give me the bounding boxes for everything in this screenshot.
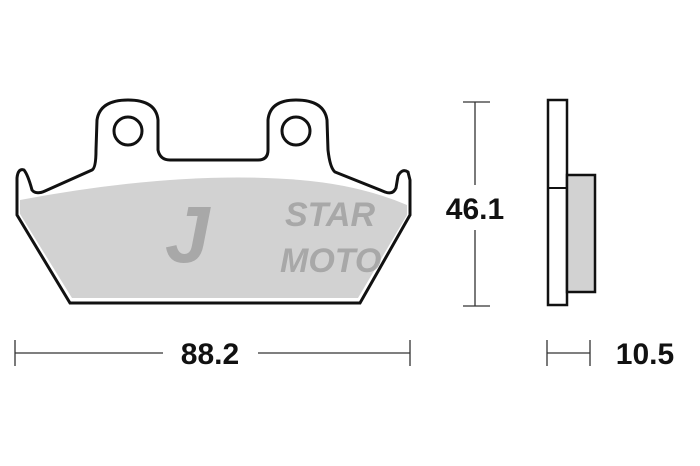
watermark-logo: J STAR MOTO	[165, 190, 381, 280]
watermark-mark: J	[165, 190, 211, 279]
thickness-label: 10.5	[616, 338, 674, 371]
side-view-friction-material	[565, 173, 597, 294]
side-view-backing-plate	[546, 98, 569, 307]
mounting-hole-right	[280, 115, 312, 147]
thickness-dimension	[546, 340, 591, 366]
height-dimension	[463, 101, 490, 307]
width-dimension	[14, 340, 411, 366]
height-label: 46.1	[446, 193, 504, 226]
watermark-line1: STAR	[285, 196, 375, 234]
width-label: 88.2	[181, 338, 239, 371]
mounting-hole-left	[112, 115, 144, 147]
friction-material	[20, 177, 407, 298]
watermark-line2: MOTO	[280, 242, 381, 280]
